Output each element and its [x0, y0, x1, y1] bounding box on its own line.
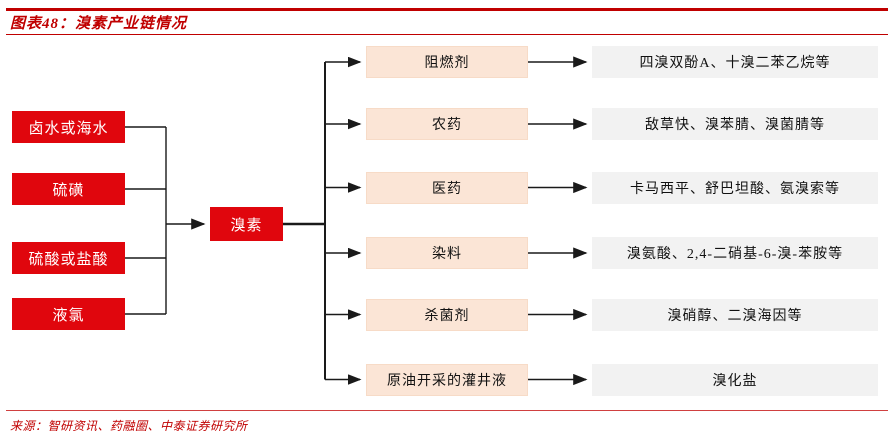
products-box-medicine: 卡马西平、舒巴坦酸、氨溴索等: [592, 171, 878, 204]
top-rule: [6, 8, 888, 11]
category-box-oil-well-fluid: 原油开采的灌井液: [366, 363, 528, 396]
products-box-flame-retardant: 四溴双酚A、十溴二苯乙烷等: [592, 46, 878, 78]
products-box-pesticide: 敌草快、溴苯腈、溴菌腈等: [592, 108, 878, 140]
products-box-dye: 溴氨酸、2,4-二硝基-6-溴-苯胺等: [592, 237, 878, 269]
products-box-fungicide: 溴硝醇、二溴海因等: [592, 298, 878, 331]
category-box-pesticide: 农药: [366, 108, 528, 140]
category-box-fungicide: 杀菌剂: [366, 298, 528, 331]
center-box-bromine: 溴素: [210, 207, 283, 241]
input-box-sulfur: 硫磺: [12, 173, 125, 205]
footer-divider: [6, 410, 888, 411]
category-box-flame-retardant: 阻燃剂: [366, 46, 528, 78]
title-divider: [6, 34, 888, 35]
category-box-dye: 染料: [366, 237, 528, 269]
input-box-brine-or-seawater: 卤水或海水: [12, 111, 125, 143]
figure-title: 图表48：溴素产业链情况: [10, 16, 188, 32]
category-box-medicine: 医药: [366, 171, 528, 204]
source-note: 来源：智研资讯、药融圈、中泰证券研究所: [10, 419, 248, 433]
input-box-liquid-chlorine: 液氯: [12, 298, 125, 330]
input-box-sulfuric-or-hydrochloric-acid: 硫酸或盐酸: [12, 242, 125, 274]
products-box-oil-well-fluid: 溴化盐: [592, 363, 878, 396]
